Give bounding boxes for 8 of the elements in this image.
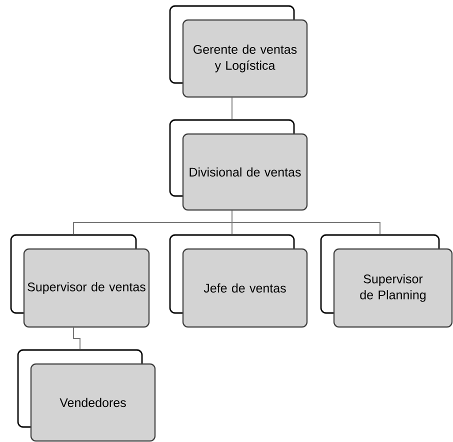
connector-line bbox=[232, 210, 380, 235]
org-box: Supervisor de Planning bbox=[320, 234, 453, 328]
org-box: Gerente de ventas y Logística bbox=[169, 5, 308, 98]
connector-line bbox=[73, 327, 80, 350]
org-box: Divisional de ventas bbox=[169, 119, 308, 211]
org-box: Jefe de ventas bbox=[169, 234, 308, 328]
org-box: Vendedores bbox=[17, 349, 156, 442]
org-box: Supervisor de ventas bbox=[10, 234, 150, 328]
